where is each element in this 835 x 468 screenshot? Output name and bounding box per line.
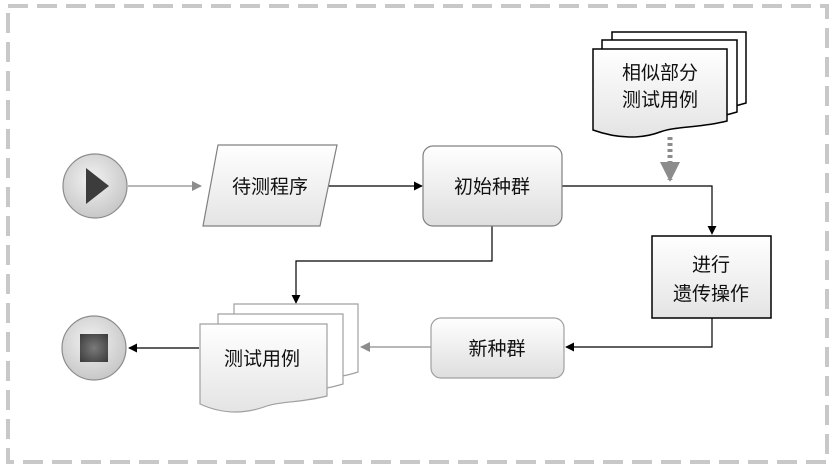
similar-parts-label-line1: 相似部分	[622, 62, 698, 84]
new-population-node: 新种群	[430, 317, 565, 379]
arrow-genetic-ops-to-new-population	[565, 318, 713, 352]
genetic-operations-label-line1: 进行	[692, 254, 730, 276]
test-cases-label: 测试用例	[224, 348, 300, 370]
new-population-label: 新种群	[468, 338, 525, 360]
program-under-test-label: 待测程序	[232, 176, 308, 198]
initial-population-node: 初始种群	[422, 145, 563, 227]
start-node	[62, 153, 128, 219]
similar-parts-label-line2: 测试用例	[622, 89, 698, 111]
genetic-operations-node: 进行 遗传操作	[651, 235, 772, 319]
genetic-operations-label-line2: 遗传操作	[673, 283, 749, 305]
play-icon	[86, 168, 109, 204]
stop-icon	[80, 334, 108, 362]
program-under-test-node: 待测程序	[202, 144, 338, 227]
end-node	[61, 315, 127, 381]
test-cases-node: 测试用例	[199, 303, 359, 413]
initial-population-label: 初始种群	[454, 176, 530, 198]
similar-parts-node: 相似部分 测试用例	[592, 31, 747, 138]
arrow-population-to-test-cases	[291, 226, 493, 304]
arrow-population-to-genetic-ops	[562, 185, 717, 235]
outer-dashed-border	[6, 4, 829, 464]
